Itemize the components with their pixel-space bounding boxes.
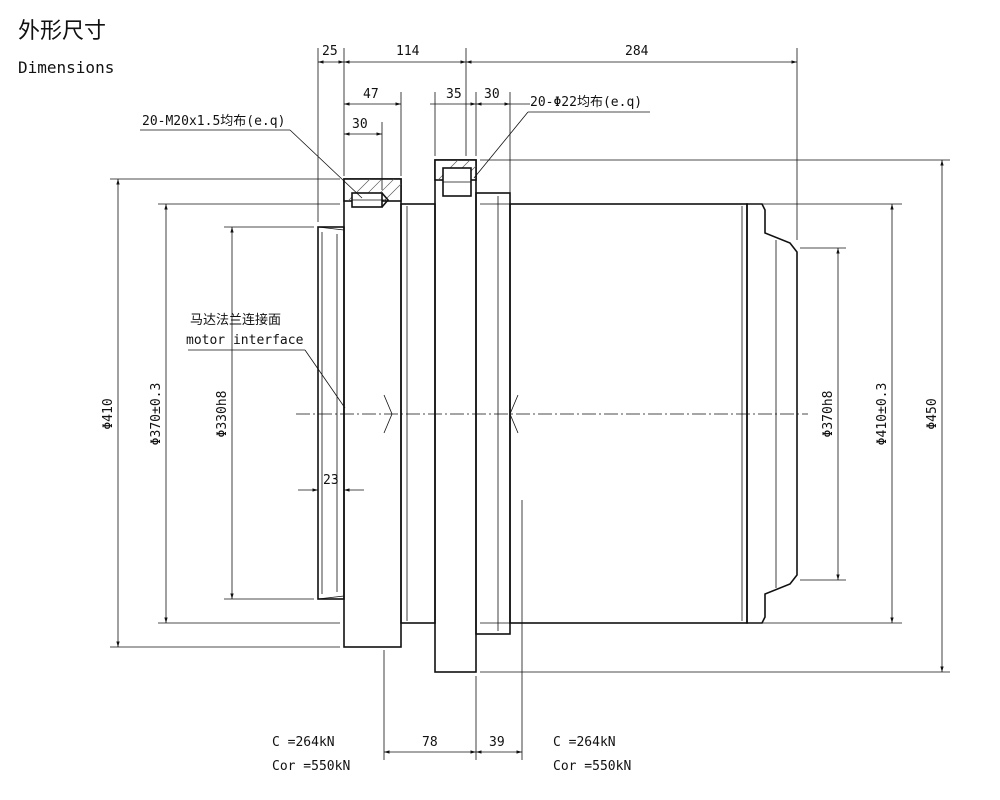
dim-right-370h8: Φ370h8: [821, 391, 836, 438]
title-en: Dimensions: [18, 58, 114, 77]
dim-right-410: Φ410±0.3: [875, 383, 890, 446]
motor-interface-cn: 马达法兰连接面: [190, 312, 281, 328]
dim-left-330: Φ330h8: [215, 391, 230, 438]
dim-114: 114: [396, 44, 420, 59]
load-right-c: C =264kN: [553, 735, 616, 750]
load-left-c: C =264kN: [272, 735, 335, 750]
dim-47: 47: [363, 87, 379, 102]
title-cn: 外形尺寸: [18, 19, 106, 44]
dimension-lines: [116, 60, 944, 754]
motor-interface-en: motor interface: [186, 333, 304, 348]
callout-left-holes: 20-M20x1.5均布(e.q): [142, 114, 285, 129]
dim-39: 39: [489, 735, 505, 750]
load-right-cor: Cor =550kN: [553, 759, 631, 774]
dim-right-450: Φ450: [925, 398, 940, 429]
dim-284: 284: [625, 44, 649, 59]
dim-78: 78: [422, 735, 438, 750]
dim-left-410: Φ410: [101, 398, 116, 429]
leader-lines: [140, 111, 650, 409]
dim-23: 23: [323, 473, 339, 488]
dim-35: 35: [446, 87, 462, 102]
callout-right-holes: 20-Φ22均布(e.q): [530, 95, 642, 110]
load-left-cor: Cor =550kN: [272, 759, 350, 774]
dim-25: 25: [322, 44, 338, 59]
extension-lines: [110, 48, 950, 760]
dim-30-left: 30: [352, 117, 368, 132]
gearbox-outline: [296, 159, 808, 673]
dim-30-right: 30: [484, 87, 500, 102]
dim-left-370: Φ370±0.3: [149, 383, 164, 446]
